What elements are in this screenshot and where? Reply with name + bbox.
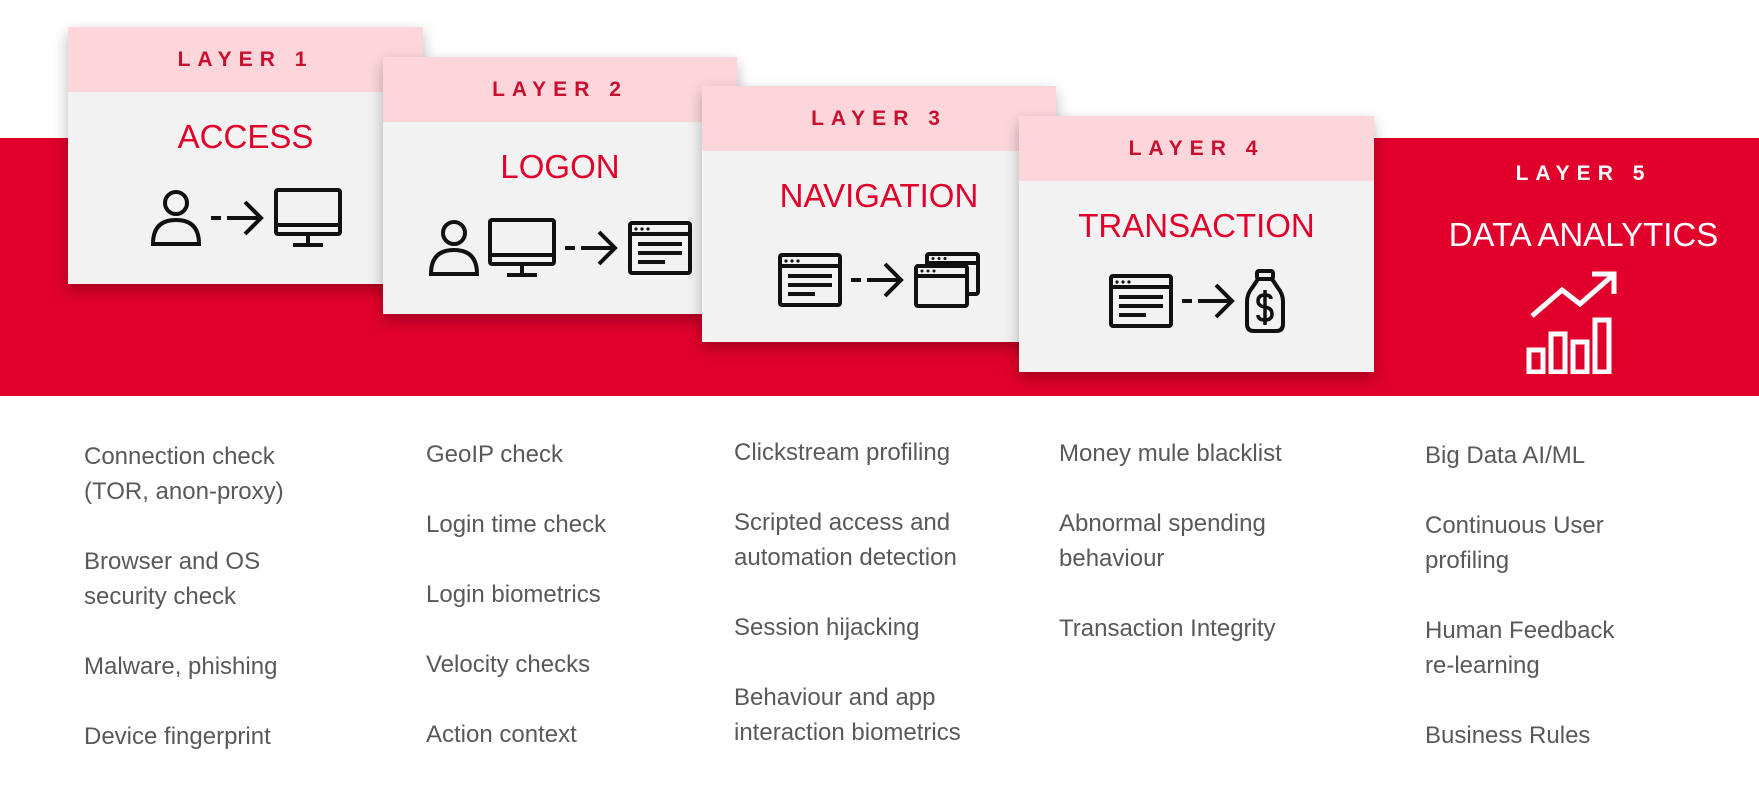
list-item: Device fingerprint (84, 723, 271, 750)
list-item: Behaviour and app interaction biometrics (734, 684, 961, 746)
layer-2-label: LAYER 2 (383, 57, 737, 122)
list-item: Big Data AI/ML (1425, 442, 1586, 469)
list-item: Continuous User profiling (1425, 512, 1604, 574)
user-icon (428, 220, 480, 276)
browser-window-icon (628, 221, 692, 275)
layer-1-card: LAYER 1 ACCESS (68, 27, 423, 284)
arrow-right-icon (851, 262, 904, 298)
layer-4-card: LAYER 4 TRANSACTION (1019, 116, 1374, 372)
list-item: Scripted access and automation detection (734, 509, 957, 571)
layer-5-panel: LAYER 5 DATA ANALYTICS (1408, 138, 1759, 396)
layer-3-label: LAYER 3 (702, 86, 1056, 151)
layer-5-label: LAYER 5 (1515, 162, 1652, 185)
list-item: GeoIP check (426, 441, 563, 468)
list-item: Browser and OS security check (84, 548, 261, 610)
layer-2-title: LOGON (500, 148, 620, 185)
layer-1-title: ACCESS (177, 118, 314, 155)
layer-4-label: LAYER 4 (1019, 116, 1374, 181)
monitor-icon (488, 218, 556, 277)
list-item: Abnormal spending behaviour (1059, 510, 1266, 572)
list-item: Malware, phishing (84, 653, 278, 680)
list-item: Action context (426, 721, 577, 748)
arrow-right-icon (1181, 283, 1235, 319)
list-item: Human Feedback re-learning (1425, 617, 1615, 679)
browser-window-icon (1108, 274, 1173, 328)
list-item: Clickstream profiling (734, 439, 951, 466)
layer-2-card: LAYER 2 LOGON (383, 57, 737, 314)
user-icon (150, 190, 201, 246)
layer-1-label: LAYER 1 (68, 27, 423, 92)
list-item: Login time check (426, 511, 607, 538)
layer-3-icons (702, 251, 1056, 309)
stacked-windows-icon (914, 252, 980, 308)
layer-1-checks: Connection check (TOR, anon-proxy) Brows… (84, 439, 284, 789)
browser-window-icon (778, 253, 842, 307)
layer-3-title: NAVIGATION (779, 177, 979, 214)
list-item: Business Rules (1425, 722, 1591, 749)
layer-4-title: TRANSACTION (1078, 207, 1315, 244)
list-item: Velocity checks (426, 651, 591, 678)
layer-4-checks: Money mule blacklist Abnormal spending b… (1059, 436, 1282, 681)
layer-5-title: DATA ANALYTICS (1448, 216, 1719, 253)
layer-5-checks: Big Data AI/ML Continuous User profiling… (1425, 438, 1614, 788)
list-item: Money mule blacklist (1059, 440, 1282, 467)
layer-4-icons (1019, 268, 1374, 334)
arrow-right-icon (210, 200, 264, 236)
layer-3-checks: Clickstream profiling Scripted access an… (734, 435, 961, 785)
layer-2-checks: GeoIP check Login time check Login biome… (426, 437, 606, 787)
list-item: Connection check (TOR, anon-proxy) (84, 443, 284, 505)
layer-3-card: LAYER 3 NAVIGATION (702, 86, 1056, 342)
money-bag-icon (1244, 269, 1285, 333)
list-item: Transaction Integrity (1059, 615, 1276, 642)
monitor-icon (273, 188, 342, 247)
list-item: Login biometrics (426, 581, 601, 608)
layer-1-icons (68, 187, 423, 249)
list-item: Session hijacking (734, 614, 920, 641)
growth-chart-icon (1526, 271, 1617, 374)
layer-2-icons (383, 217, 737, 279)
arrow-right-icon (565, 230, 618, 266)
